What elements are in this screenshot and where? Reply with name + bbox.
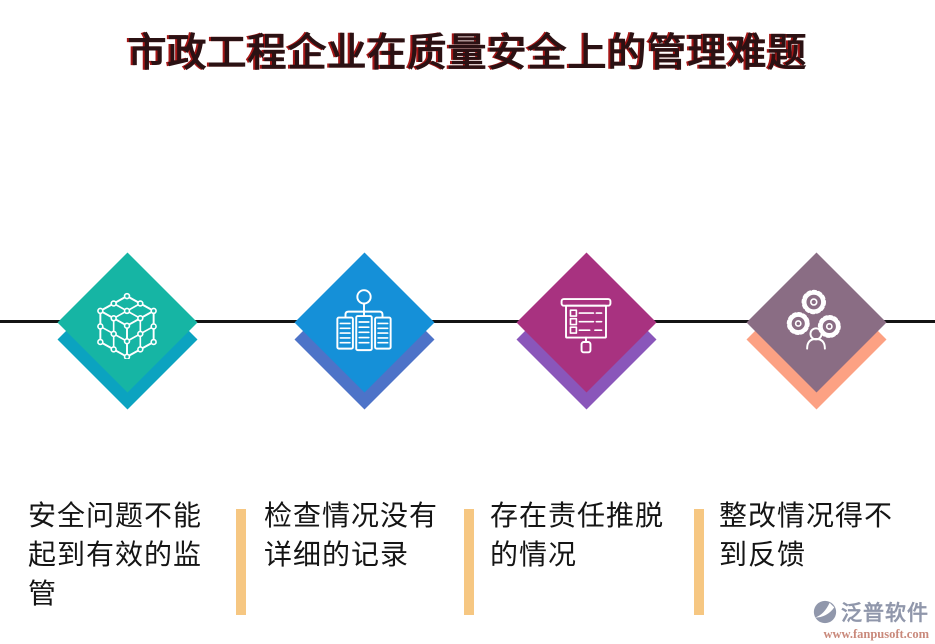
timeline-line bbox=[0, 320, 935, 323]
timeline-node-3 bbox=[515, 251, 657, 410]
org-chart-icon bbox=[336, 289, 392, 352]
fanpu-logo-icon bbox=[813, 600, 837, 624]
brand-name: 泛普软件 bbox=[841, 601, 929, 625]
timeline-node-4 bbox=[745, 251, 887, 410]
item-label-2: 检查情况没有 详细的记录 bbox=[264, 500, 439, 570]
brand-logo: 泛普软件 www.fanpusoft.com bbox=[789, 597, 929, 642]
page-title: 市政工程企业在质量安全上的管理难题 bbox=[127, 32, 808, 75]
brand-url: www.fanpusoft.com bbox=[823, 627, 929, 641]
presentation-board-icon bbox=[560, 298, 612, 354]
item-label-4: 整改情况得不 到反馈 bbox=[719, 500, 894, 570]
gears-collaboration-icon bbox=[786, 289, 841, 350]
separator-bar-3 bbox=[694, 509, 704, 615]
timeline-node-1 bbox=[56, 251, 198, 410]
cube-lattice-icon bbox=[97, 292, 157, 359]
timeline-node-2 bbox=[293, 251, 435, 410]
item-label-1: 安全问题不能 起到有效的监 管 bbox=[28, 500, 203, 609]
separator-bar-2 bbox=[464, 509, 474, 615]
separator-bar-1 bbox=[236, 509, 246, 615]
item-label-3: 存在责任推脱 的情况 bbox=[490, 500, 665, 570]
